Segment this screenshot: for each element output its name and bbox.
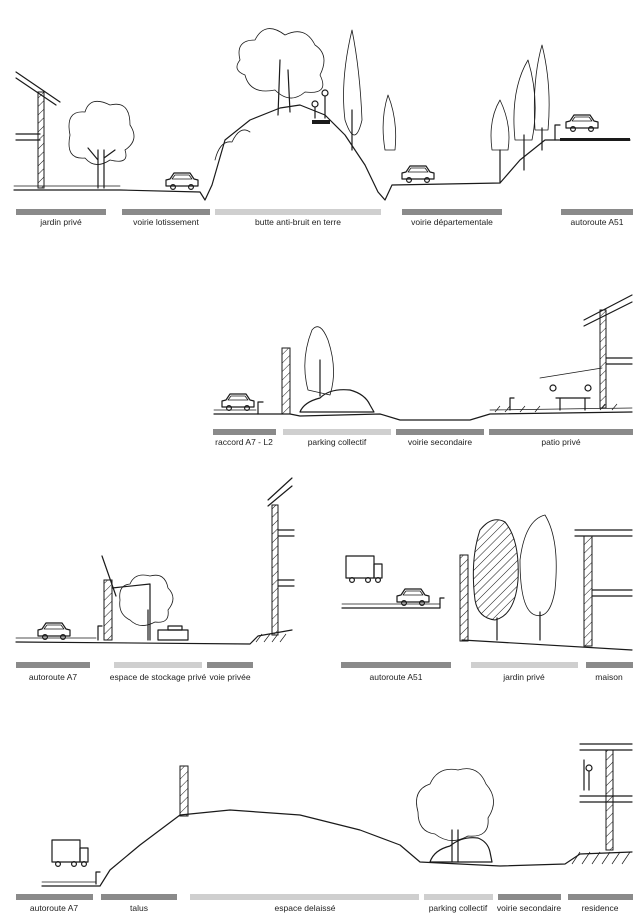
section-1-labels: jardin privé voirie lotissement butte an…: [39, 217, 624, 227]
section-5-drawing: [41, 743, 633, 887]
section-2-labels: raccord A7 - L2 parking collectif voirie…: [215, 437, 581, 447]
building-icon: [267, 477, 295, 636]
zone-label: espace de stockage privé: [110, 672, 207, 682]
hatched-tree-icon: [472, 514, 557, 641]
zone-label: autoroute A7: [30, 903, 78, 913]
section-3-zone-bars: [16, 662, 253, 668]
section-4-zone-bars: [341, 662, 633, 668]
section-2-drawing: [213, 294, 633, 421]
zone-label: voirie départementale: [411, 217, 493, 227]
zone-label: maison: [595, 672, 623, 682]
zone-label: espace delaissé: [275, 903, 336, 913]
zone-label: voirie secondaire: [497, 903, 562, 913]
zone-label: residence: [582, 903, 619, 913]
zone-label: autoroute A51: [370, 672, 423, 682]
berm-vegetation: [214, 28, 397, 161]
zone-label: raccord A7 - L2: [215, 437, 273, 447]
tree-icon: [119, 574, 174, 641]
section-3-drawing: [15, 477, 295, 645]
zone-label: talus: [130, 903, 148, 913]
zone-label: voirie lotissement: [133, 217, 199, 227]
section-1-zone-bars: [16, 209, 633, 215]
house-icon: [574, 529, 633, 647]
poplar-trees: [490, 44, 550, 184]
section-3-labels: autoroute A7 espace de stockage privé vo…: [29, 672, 251, 682]
zone-label: jardin privé: [39, 217, 82, 227]
section-2-zone-bars: [213, 429, 633, 435]
zone-label: parking collectif: [308, 437, 367, 447]
section-5-zone-bars: [16, 894, 633, 900]
zone-label: butte anti-bruit en terre: [255, 217, 341, 227]
section-1-drawing: [13, 28, 631, 201]
zone-label: patio privé: [541, 437, 580, 447]
zone-label: jardin privé: [502, 672, 545, 682]
tree-icon: [416, 768, 494, 863]
zone-label: voirie secondaire: [408, 437, 473, 447]
zone-label: autoroute A7: [29, 672, 77, 682]
section-5-labels: autoroute A7 talus espace delaissé parki…: [30, 903, 619, 913]
residence-building: [579, 743, 633, 851]
section-4-drawing: [341, 514, 633, 651]
house-icon: [15, 71, 61, 189]
section-4-labels: autoroute A51 jardin privé maison: [370, 672, 623, 682]
zone-label: autoroute A51: [571, 217, 624, 227]
zone-label: parking collectif: [429, 903, 488, 913]
patio-structure: [509, 294, 633, 411]
poplar-tree-icon: [304, 326, 334, 397]
zone-label: voie privée: [209, 672, 250, 682]
tree-icon: [68, 100, 135, 189]
